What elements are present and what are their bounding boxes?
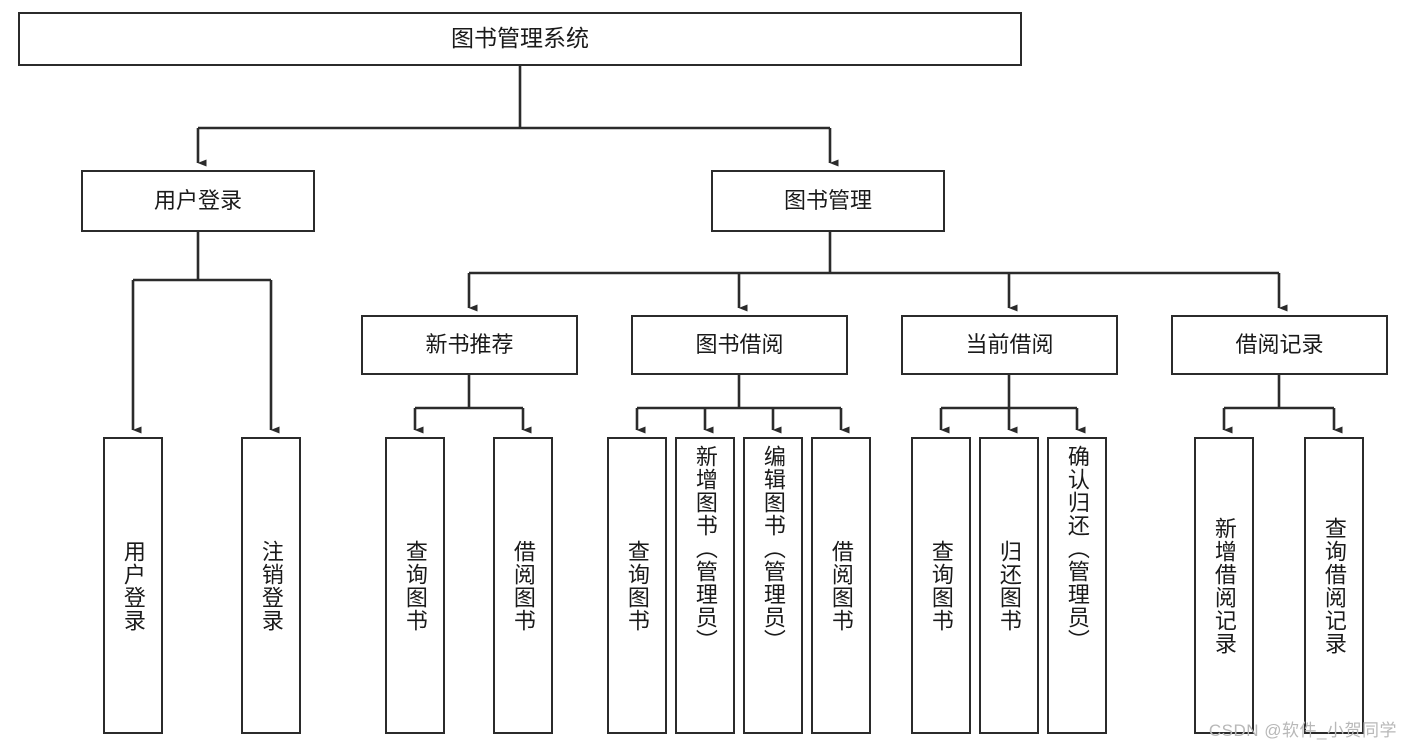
node-new-book-recommend[interactable]: 新书推荐 — [361, 315, 578, 375]
leaf-label: 查询图书 — [402, 539, 428, 632]
leaf-label: 查询图书 — [928, 539, 954, 632]
leaf-book-borrow-1[interactable]: 查询图书 — [607, 437, 667, 734]
node-book-management[interactable]: 图书管理 — [711, 170, 945, 232]
leaf-label: 查询借阅记录 — [1321, 516, 1347, 655]
leaf-book-borrow-4[interactable]: 借阅图书 — [811, 437, 871, 734]
node-book-borrow[interactable]: 图书借阅 — [631, 315, 848, 375]
leaf-label: 借阅图书 — [828, 539, 854, 632]
node-label: 图书借阅 — [695, 331, 784, 357]
leaf-borrow-records-2[interactable]: 查询借阅记录 — [1304, 437, 1364, 734]
node-label: 图书管理系统 — [451, 25, 589, 52]
node-label: 借阅记录 — [1235, 331, 1324, 357]
leaf-current-borrow-2[interactable]: 归还图书 — [979, 437, 1039, 734]
leaf-current-borrow-3[interactable]: 确认归还（管理员） — [1047, 437, 1107, 734]
leaf-book-borrow-2[interactable]: 新增图书（管理员） — [675, 437, 735, 734]
leaf-user-login-2[interactable]: 注销登录 — [241, 437, 301, 734]
node-current-borrow[interactable]: 当前借阅 — [901, 315, 1118, 375]
node-label: 图书管理 — [783, 187, 872, 213]
leaf-new-book-2[interactable]: 借阅图书 — [493, 437, 553, 734]
leaf-label: 用户登录 — [120, 539, 146, 632]
leaf-new-book-1[interactable]: 查询图书 — [385, 437, 445, 734]
leaf-user-login-1[interactable]: 用户登录 — [103, 437, 163, 734]
node-book-management-system[interactable]: 图书管理系统 — [18, 12, 1022, 66]
node-user-login[interactable]: 用户登录 — [81, 170, 315, 232]
leaf-label: 确认归还（管理员） — [1064, 445, 1090, 652]
leaf-book-borrow-3[interactable]: 编辑图书（管理员） — [743, 437, 803, 734]
leaf-label: 编辑图书（管理员） — [760, 445, 786, 652]
leaf-borrow-records-1[interactable]: 新增借阅记录 — [1194, 437, 1254, 734]
node-label: 当前借阅 — [965, 331, 1054, 357]
leaf-label: 归还图书 — [996, 539, 1022, 632]
node-borrow-records[interactable]: 借阅记录 — [1171, 315, 1388, 375]
leaf-label: 新增借阅记录 — [1211, 516, 1237, 655]
node-label: 用户登录 — [153, 187, 242, 213]
leaf-label: 注销登录 — [258, 539, 284, 632]
leaf-label: 借阅图书 — [510, 539, 536, 632]
leaf-label: 查询图书 — [624, 539, 650, 632]
leaf-current-borrow-1[interactable]: 查询图书 — [911, 437, 971, 734]
leaf-label: 新增图书（管理员） — [692, 445, 718, 652]
node-label: 新书推荐 — [425, 331, 514, 357]
